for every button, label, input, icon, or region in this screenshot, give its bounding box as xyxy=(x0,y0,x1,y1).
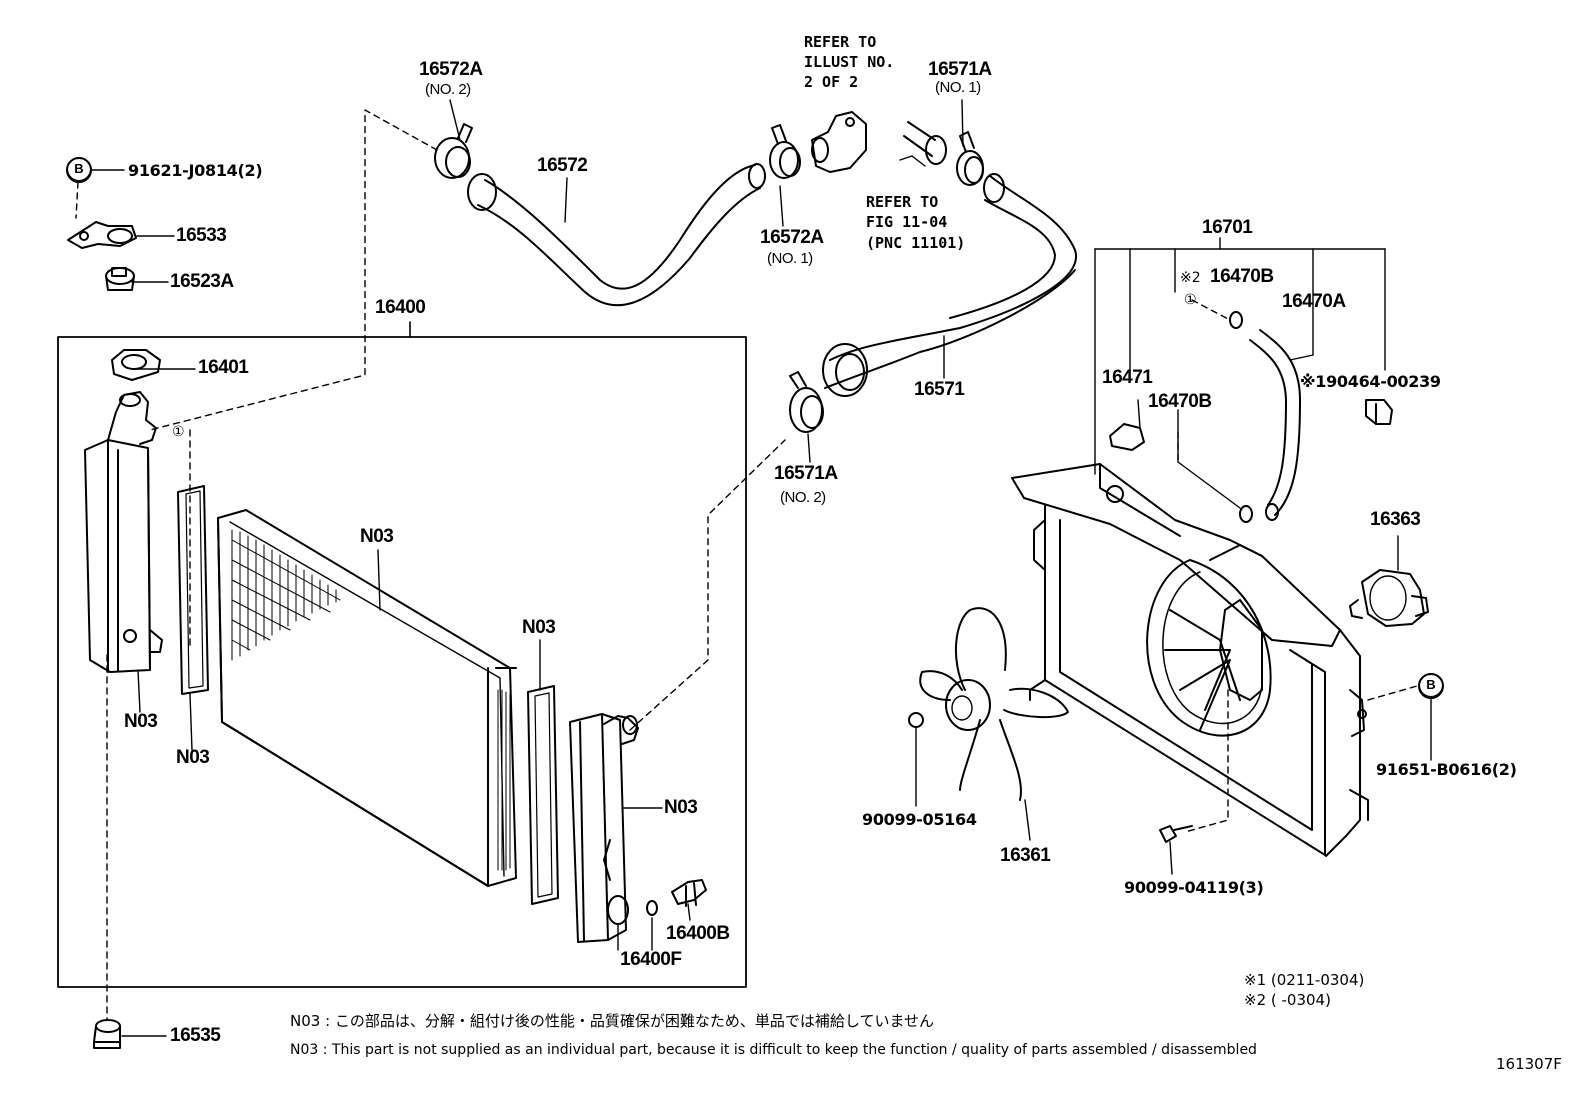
hose-clamp-16571A-no1 xyxy=(956,131,984,186)
bolt-90099-04119 xyxy=(1159,825,1193,843)
label-91651-B0616: 91651-B0616(2) xyxy=(1376,760,1517,779)
label-16400B: 16400B xyxy=(666,923,730,944)
radiator-right-tank xyxy=(569,713,639,943)
radiator-core-fins xyxy=(231,529,511,871)
ref-1-right: ① xyxy=(1184,292,1197,308)
refer-fig-line1: REFER TO xyxy=(866,193,939,211)
upper-hose-16572 xyxy=(467,163,766,307)
label-16571A-no1-sub: (NO. 1) xyxy=(935,79,981,96)
fan-motor-16363 xyxy=(1349,569,1429,627)
label-16572A-no2-sub: (NO. 2) xyxy=(425,81,471,98)
reservoir-hose-16470A xyxy=(1249,329,1301,521)
label-16571A-no2: 16571A xyxy=(774,463,838,484)
label-16571A-no1: 16571A xyxy=(928,59,992,80)
water-outlet-housing xyxy=(811,111,867,173)
refer-illust-line1: REFER TO xyxy=(804,33,877,51)
label-16400F: 16400F xyxy=(620,949,682,970)
label-16572A-no1: 16572A xyxy=(760,227,824,248)
illustration-id: 161307F xyxy=(1496,1055,1562,1073)
refer-fig-line3: (PNC 11101) xyxy=(866,234,966,252)
label-16470A: 16470A xyxy=(1282,291,1346,312)
thermostat-pipe xyxy=(903,121,947,165)
footnote-1: ※1 (0211-0304) xyxy=(1244,971,1365,989)
clip-16470B-mid xyxy=(1239,505,1253,523)
hose-clamp-16572A-no2 xyxy=(434,123,473,179)
refer-illust-line2: ILLUST NO. xyxy=(804,53,895,71)
radiator-gasket-right xyxy=(527,685,559,905)
radiator-cap-16401 xyxy=(111,349,161,381)
label-90099-05164: 90099-05164 xyxy=(862,810,977,829)
label-n03-tank-left: N03 xyxy=(124,711,158,732)
label-star2: ※2 xyxy=(1180,270,1201,286)
label-16523A: 16523A xyxy=(170,271,234,292)
label-16533: 16533 xyxy=(176,225,227,246)
assembly-frame-16400 xyxy=(57,336,747,988)
radiator-gasket-left xyxy=(177,485,209,695)
nut-90099-05164 xyxy=(908,712,924,728)
circle-b-right: B xyxy=(1419,673,1443,697)
label-16471: 16471 xyxy=(1102,367,1153,388)
dashed-leaders xyxy=(75,109,1418,1021)
radiator-left-tank xyxy=(84,391,163,673)
lower-hose-16571 xyxy=(822,173,1078,397)
bracket-16701 xyxy=(1094,237,1386,509)
label-n03-core: N03 xyxy=(360,526,394,547)
cushion-16523A xyxy=(105,267,135,291)
note-english: N03 : This part is not supplied as an in… xyxy=(290,1042,1257,1058)
label-n03-gasket-right: N03 xyxy=(522,617,556,638)
note-japanese: N03 : この部品は、分解・組付け後の性能・品質確保が困難なため、単品では補給… xyxy=(290,1012,935,1030)
label-16470B-top: 16470B xyxy=(1210,266,1274,287)
fan-16361 xyxy=(919,607,1069,801)
radiator-core xyxy=(217,509,517,887)
refer-illust-line3: 2 OF 2 xyxy=(804,73,859,91)
ref-1-left: ① xyxy=(172,424,185,440)
label-16361: 16361 xyxy=(1000,845,1051,866)
drain-plug-16535 xyxy=(93,1019,121,1049)
hose-clamp-16572A-no1 xyxy=(769,124,801,179)
label-16572A-no1-sub: (NO. 1) xyxy=(767,250,813,267)
fan-shroud xyxy=(1011,463,1369,857)
refer-fig-line2: FIG 11-04 xyxy=(866,213,948,231)
label-n03-gasket-left: N03 xyxy=(176,747,210,768)
o-ring-16400F xyxy=(646,900,658,916)
label-16571A-no2-sub: (NO. 2) xyxy=(780,489,826,506)
label-16572A-no2: 16572A xyxy=(419,59,483,80)
label-16400: 16400 xyxy=(375,297,426,318)
drain-cock-16400B xyxy=(671,879,707,907)
clip-16471 xyxy=(1109,423,1145,451)
label-16571: 16571 xyxy=(914,379,965,400)
label-16572: 16572 xyxy=(537,155,588,176)
clip-190464-00239 xyxy=(1365,399,1393,425)
circle-b-left: B xyxy=(67,157,91,181)
label-16535: 16535 xyxy=(170,1025,221,1046)
label-16701: 16701 xyxy=(1202,217,1253,238)
bracket-16533 xyxy=(67,221,137,249)
label-16401: 16401 xyxy=(198,357,249,378)
label-16470B-mid: 16470B xyxy=(1148,391,1212,412)
leader-lines-radiator xyxy=(137,549,691,951)
label-91621-J0814: 91621-J0814(2) xyxy=(128,161,263,180)
clip-16470B-top xyxy=(1229,311,1243,329)
label-90099-04119: 90099-04119(3) xyxy=(1124,878,1264,897)
leader-lines-upper xyxy=(91,99,964,463)
label-n03-tank-right: N03 xyxy=(664,797,698,818)
label-16363: 16363 xyxy=(1370,509,1421,530)
label-190464-00239: ※190464-00239 xyxy=(1300,372,1441,391)
footnote-2: ※2 ( -0304) xyxy=(1244,991,1331,1009)
hose-clamp-16571A-no2 xyxy=(789,371,824,433)
